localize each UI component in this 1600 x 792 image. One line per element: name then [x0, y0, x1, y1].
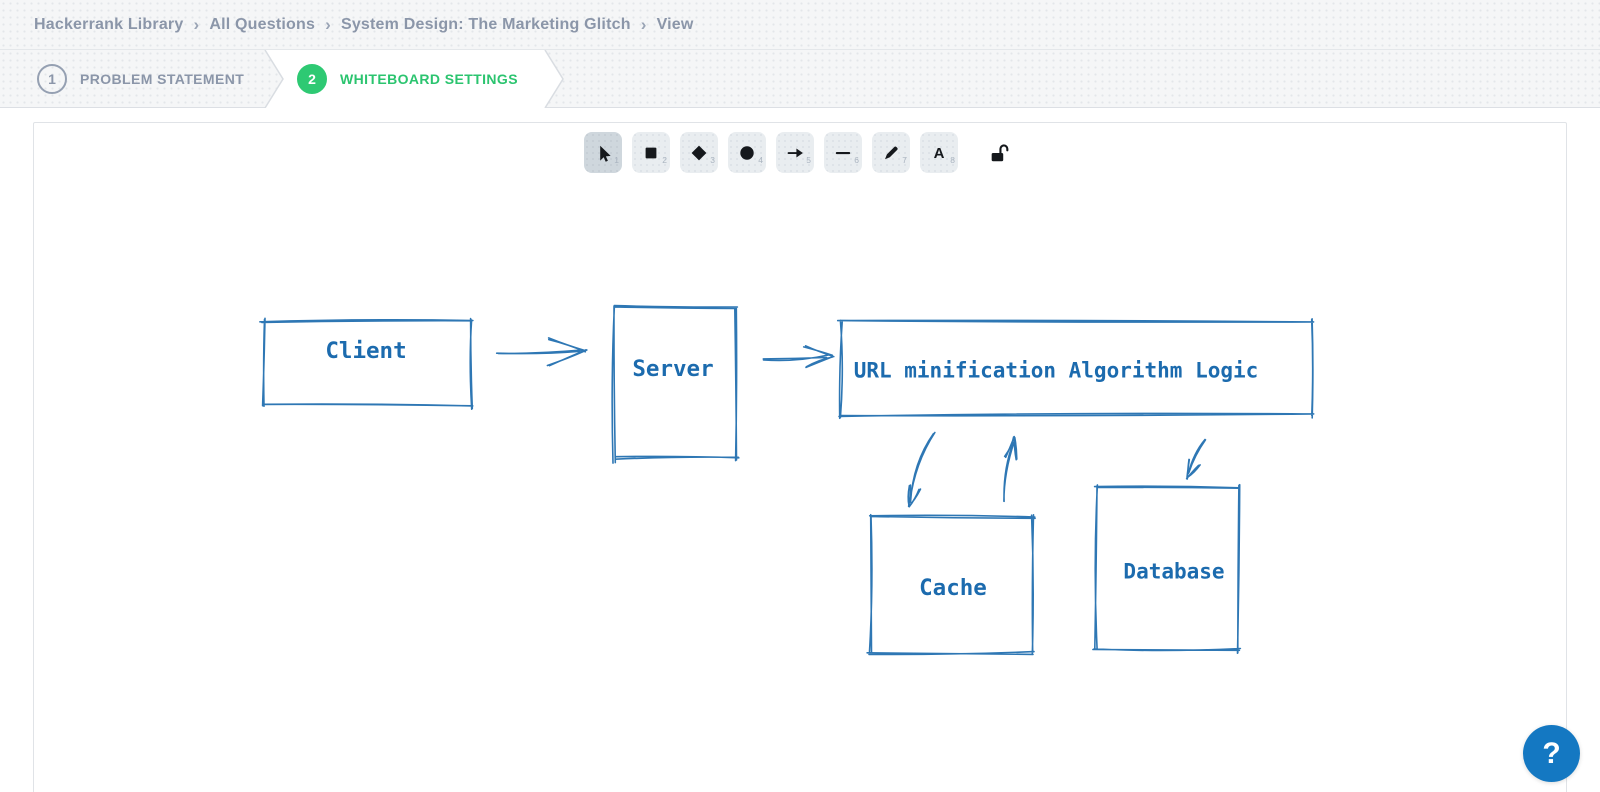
- tool-square-button[interactable]: 2: [632, 132, 670, 173]
- step-whiteboard-settings[interactable]: 2 WHITEBOARD SETTINGS: [297, 50, 518, 108]
- tool-shortcut: 4: [758, 155, 763, 165]
- tool-arrow-button[interactable]: 5: [776, 132, 814, 173]
- node-database[interactable]: Database: [1092, 483, 1242, 654]
- arrow-icon: [787, 148, 803, 157]
- node-client[interactable]: Client: [259, 317, 474, 410]
- tool-shortcut: 3: [710, 155, 715, 165]
- step-number-badge: 1: [37, 64, 67, 94]
- step-number-badge: 2: [297, 64, 327, 94]
- tool-pointer-button[interactable]: 1: [584, 132, 622, 173]
- diamond-icon: [691, 145, 707, 160]
- breadcrumb-item-library[interactable]: Hackerrank Library: [34, 15, 184, 33]
- arrow-url-to-cache[interactable]: [907, 431, 936, 508]
- tool-shortcut: 5: [806, 155, 811, 165]
- step-chevrons: [264, 50, 564, 108]
- text-icon: A: [934, 144, 945, 161]
- tool-shortcut: 1: [614, 155, 619, 165]
- node-label-server: Server: [632, 356, 713, 382]
- node-label-database: Database: [1123, 559, 1224, 583]
- tool-pencil-button[interactable]: 7: [872, 132, 910, 173]
- svg-text:A: A: [934, 144, 945, 161]
- tool-shortcut: 2: [662, 155, 667, 165]
- step-bar: 1 PROBLEM STATEMENT 2 WHITEBOARD SETTING…: [0, 50, 1600, 108]
- unlock-button[interactable]: [984, 132, 1013, 173]
- step-label: PROBLEM STATEMENT: [80, 71, 245, 87]
- tool-circle-button[interactable]: 4: [728, 132, 766, 173]
- circle-icon: [740, 145, 754, 160]
- node-cache[interactable]: Cache: [866, 513, 1036, 656]
- arrow-server-to-url[interactable]: [762, 345, 835, 369]
- node-label-cache: Cache: [919, 575, 987, 601]
- breadcrumb-separator-icon: ›: [325, 14, 331, 34]
- breadcrumb-separator-icon: ›: [193, 14, 200, 34]
- pointer-icon: [600, 145, 611, 162]
- pencil-icon: [885, 146, 898, 159]
- node-label-client: Client: [325, 338, 406, 364]
- arrow-client-to-server[interactable]: [495, 337, 588, 367]
- tool-shortcut: 7: [902, 155, 907, 165]
- breadcrumb-item-view[interactable]: View: [656, 15, 694, 33]
- node-label-url-minification-algorithm-logic: URL minification Algorithm Logic: [854, 358, 1259, 382]
- unlock-icon: [991, 143, 1008, 161]
- breadcrumb-item-question[interactable]: System Design: The Marketing Glitch: [340, 15, 631, 33]
- tool-shortcut: 8: [950, 155, 955, 165]
- tool-shortcut: 6: [854, 155, 859, 165]
- breadcrumb-separator-icon: ›: [640, 14, 647, 34]
- arrow-url-to-database[interactable]: [1185, 438, 1207, 480]
- step-problem-statement[interactable]: 1 PROBLEM STATEMENT: [37, 50, 244, 108]
- line-icon: [835, 151, 851, 154]
- step-label: WHITEBOARD SETTINGS: [340, 71, 518, 87]
- breadcrumb-item-all-questions[interactable]: All Questions: [209, 15, 316, 33]
- help-button[interactable]: ?: [1523, 725, 1580, 782]
- tool-line-button[interactable]: 6: [824, 132, 862, 173]
- breadcrumb-bar: Hackerrank Library › All Questions › Sys…: [0, 0, 1600, 50]
- node-server[interactable]: Server: [611, 304, 740, 464]
- square-icon: [645, 147, 657, 158]
- arrow-cache-to-url[interactable]: [1003, 435, 1018, 503]
- breadcrumb: Hackerrank Library › All Questions › Sys…: [34, 15, 694, 35]
- tool-diamond-button[interactable]: 3: [680, 132, 718, 173]
- node-url-minification-algorithm-logic[interactable]: URL minification Algorithm Logic: [836, 318, 1315, 420]
